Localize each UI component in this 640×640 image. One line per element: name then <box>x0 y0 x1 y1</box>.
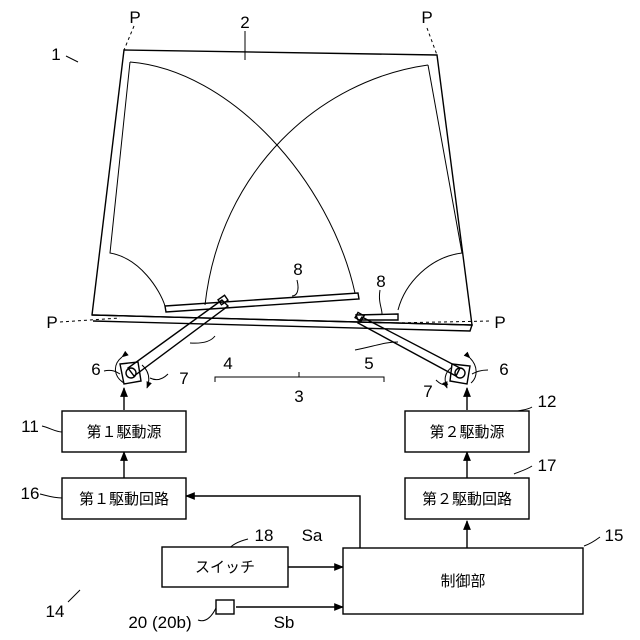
ref-5: 5 <box>364 354 373 373</box>
drive-circuit-1-box: 第１駆動回路 <box>62 478 186 519</box>
control-unit-label: 制御部 <box>440 573 485 590</box>
drive-source-2-label: 第２駆動源 <box>429 423 504 441</box>
ref-11: 11 <box>21 417 39 436</box>
ref-2: 2 <box>240 13 249 32</box>
drive-circuit-2-label: 第２駆動回路 <box>422 490 512 508</box>
ref-16: 16 <box>21 484 40 503</box>
ref-p-right: P <box>494 313 505 332</box>
ref-18: 18 <box>255 526 274 545</box>
plane-p-lines <box>60 26 492 323</box>
ref-4: 4 <box>223 354 232 373</box>
bracket-3 <box>215 372 384 382</box>
ref-1: 1 <box>51 45 60 64</box>
ref-7-right: 7 <box>423 382 432 401</box>
label-sa: Sa <box>302 526 323 545</box>
ref-12: 12 <box>538 392 557 411</box>
control-unit-box: 制御部 <box>343 548 583 614</box>
ref-17: 17 <box>538 456 557 475</box>
ref-20: 20 (20b) <box>128 613 191 632</box>
wipe-pattern <box>110 62 462 310</box>
ref-6-right: 6 <box>499 360 508 379</box>
ref-8-left: 8 <box>293 260 302 279</box>
ref-3: 3 <box>294 387 303 406</box>
drive-source-1-label: 第１駆動源 <box>86 423 161 441</box>
ref-7-left: 7 <box>179 369 188 388</box>
sensor-box <box>216 600 234 614</box>
drive-source-1-box: 第１駆動源 <box>62 411 186 452</box>
switch-label: スイッチ <box>195 559 255 576</box>
reference-numerals: P P 2 1 8 8 P P 4 5 6 6 7 7 3 11 12 16 1… <box>21 8 624 632</box>
drive-circuit-2-box: 第２駆動回路 <box>405 478 529 519</box>
ref-6-left: 6 <box>91 360 100 379</box>
ref-8-right: 8 <box>376 272 385 291</box>
ref-14: 14 <box>46 602 65 621</box>
windshield <box>92 50 472 325</box>
label-sb: Sb <box>274 613 295 632</box>
ref-p-top-left: P <box>129 8 140 27</box>
ref-p-left: P <box>46 313 57 332</box>
drive-source-2-box: 第２駆動源 <box>405 411 529 452</box>
ref-15: 15 <box>605 526 624 545</box>
switch-box: スイッチ <box>162 547 288 587</box>
drive-circuit-1-label: 第１駆動回路 <box>79 490 169 508</box>
wiper-blade-left <box>165 293 359 312</box>
ref-p-top-right: P <box>421 8 432 27</box>
